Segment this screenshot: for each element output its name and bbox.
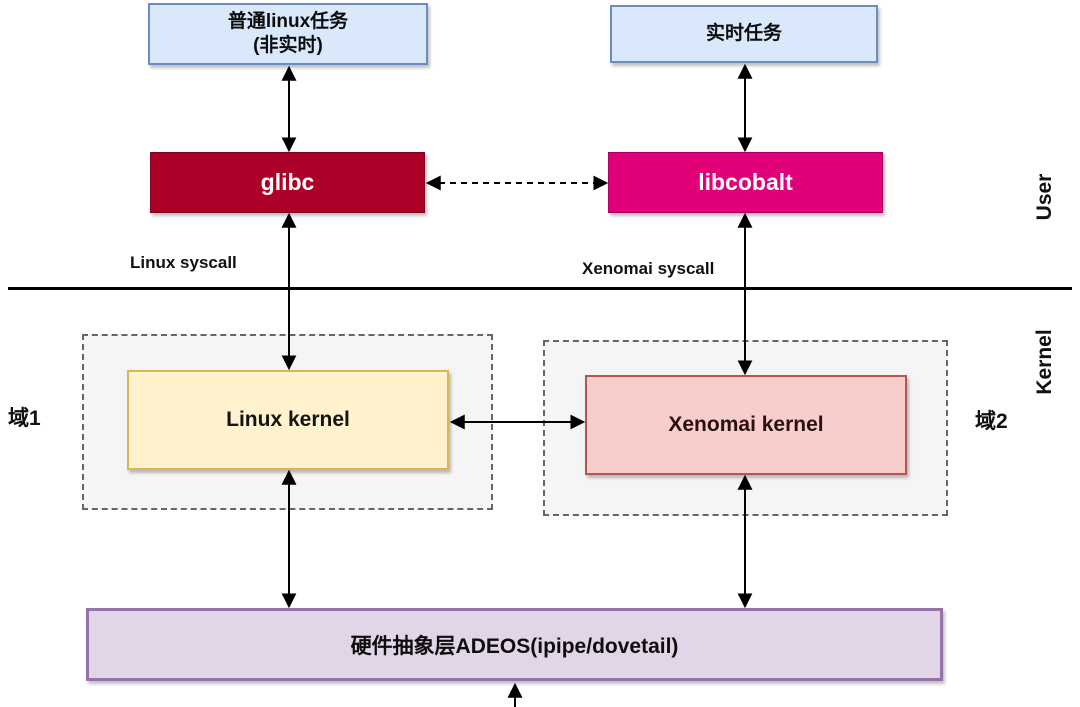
libcobalt-label: libcobalt [698,169,793,195]
libcobalt-box: libcobalt [608,152,883,213]
linux-kernel-label: Linux kernel [226,408,350,431]
linux-kernel-box: Linux kernel [127,370,449,470]
normal-linux-task-box: 普通linux任务 (非实时) [148,3,428,65]
kernel-space-label: Kernel [1033,329,1056,395]
realtime-task-label: 实时任务 [705,23,782,45]
normal-linux-task-label-line1: 普通linux任务 [227,11,349,33]
user-space-label: User [1033,173,1056,221]
glibc-box: glibc [150,152,425,213]
xenomai-kernel-label: Xenomai kernel [668,413,824,436]
linux-syscall-label: Linux syscall [130,253,237,272]
adeos-hal-box: 硬件抽象层ADEOS(ipipe/dovetail) [86,608,943,681]
domain1-label: 域1 [8,407,41,430]
realtime-task-box: 实时任务 [610,5,878,63]
xenomai-kernel-box: Xenomai kernel [585,375,907,475]
adeos-hal-label: 硬件抽象层ADEOS(ipipe/dovetail) [350,634,679,658]
domain2-label: 域2 [975,410,1008,433]
glibc-label: glibc [260,169,315,195]
normal-linux-task-label-line2: (非实时) [253,35,323,56]
xenomai-syscall-label: Xenomai syscall [582,259,715,278]
user-kernel-divider-line [8,287,1072,290]
